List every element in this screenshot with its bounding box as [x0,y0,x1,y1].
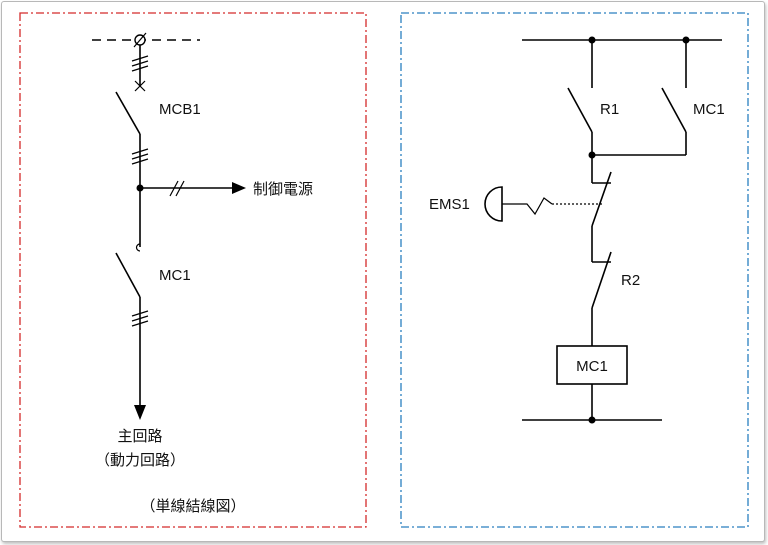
relay1-label: R1 [600,101,619,118]
hold-contact-blade [661,87,687,133]
emergency-stop-spring [502,197,553,216]
relay2-label: R2 [621,272,640,289]
three-phase-mark-mid [131,148,149,165]
contactor-hook [135,243,141,252]
breaker-cross-icon [134,80,146,92]
two-wire-mark [169,180,185,197]
three-phase-mark-top [131,55,149,72]
main-circuit-sub-label: （動力回路） [95,451,185,469]
main-circuit-label: 主回路 [117,427,162,445]
contactor-label: MC1 [159,267,191,284]
emergency-stop-button-icon [484,186,503,222]
control-panel-border [400,12,749,528]
control-power-arrow-icon [232,182,246,194]
emergency-stop-contact-blade [591,171,612,227]
relay2-contact-blade [591,251,612,309]
coil-box [556,345,628,385]
main-circuit-arrow-icon [134,405,146,420]
emergency-stop-label: EMS1 [429,196,470,213]
hold-contact-label: MC1 [693,101,725,118]
control-circuit-diagram: R1 MC1 EMS1 R2 MC1 [429,36,725,424]
single-line-caption: （単線結線図） [140,497,245,515]
single-line-panel-border [19,12,367,528]
breaker-label: MCB1 [159,101,201,118]
coil-label: MC1 [576,358,608,375]
merge-junction-dot [588,151,596,159]
single-line-diagram: MCB1 制御電源 MC1 [92,32,313,515]
control-power-label: 制御電源 [253,180,313,198]
relay1-contact-blade [567,87,593,133]
contactor-blade [115,252,141,298]
breaker-blade [115,91,141,135]
three-phase-mark-bottom [131,310,149,327]
